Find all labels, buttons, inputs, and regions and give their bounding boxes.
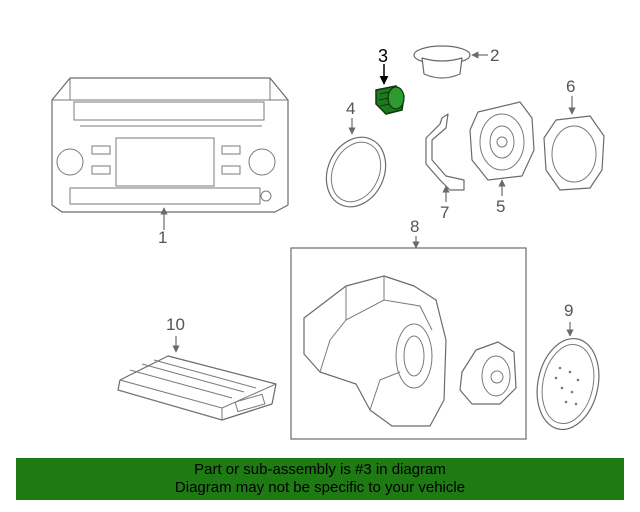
part-6-speaker-ring[interactable] [543,115,605,191]
part-3-tweeter[interactable] [375,85,405,115]
callout-2: 2 [490,46,499,65]
callout-9: 9 [564,301,573,320]
callout-1: 1 [158,228,167,247]
part-7-bracket[interactable] [425,113,465,191]
callout-8: 8 [410,217,419,236]
callout-5: 5 [496,197,505,216]
part-5-speaker[interactable] [469,101,535,181]
callout-10: 10 [166,315,185,334]
callout-4: 4 [346,99,355,118]
banner-line-1: Part or sub-assembly is #3 in diagram [194,461,446,478]
callout-6: 6 [566,77,575,96]
callout-7: 7 [440,203,449,222]
part-1-radio-head-unit[interactable] [51,77,289,213]
callout-3: 3 [378,46,388,66]
banner-line-2: Diagram may not be specific to your vehi… [174,479,466,496]
part-2-speaker-cap[interactable] [413,45,471,79]
part-8-subwoofer-assembly[interactable] [290,247,527,440]
part-9-speaker-grille[interactable] [529,333,607,435]
part-4-speaker-gasket[interactable] [315,128,396,217]
parts-diagram: 1 2 3 4 7 5 6 [51,45,607,440]
part-notice-banner: Part or sub-assembly is #3 in diagram Di… [16,458,624,500]
part-10-amplifier-module[interactable] [117,355,277,421]
